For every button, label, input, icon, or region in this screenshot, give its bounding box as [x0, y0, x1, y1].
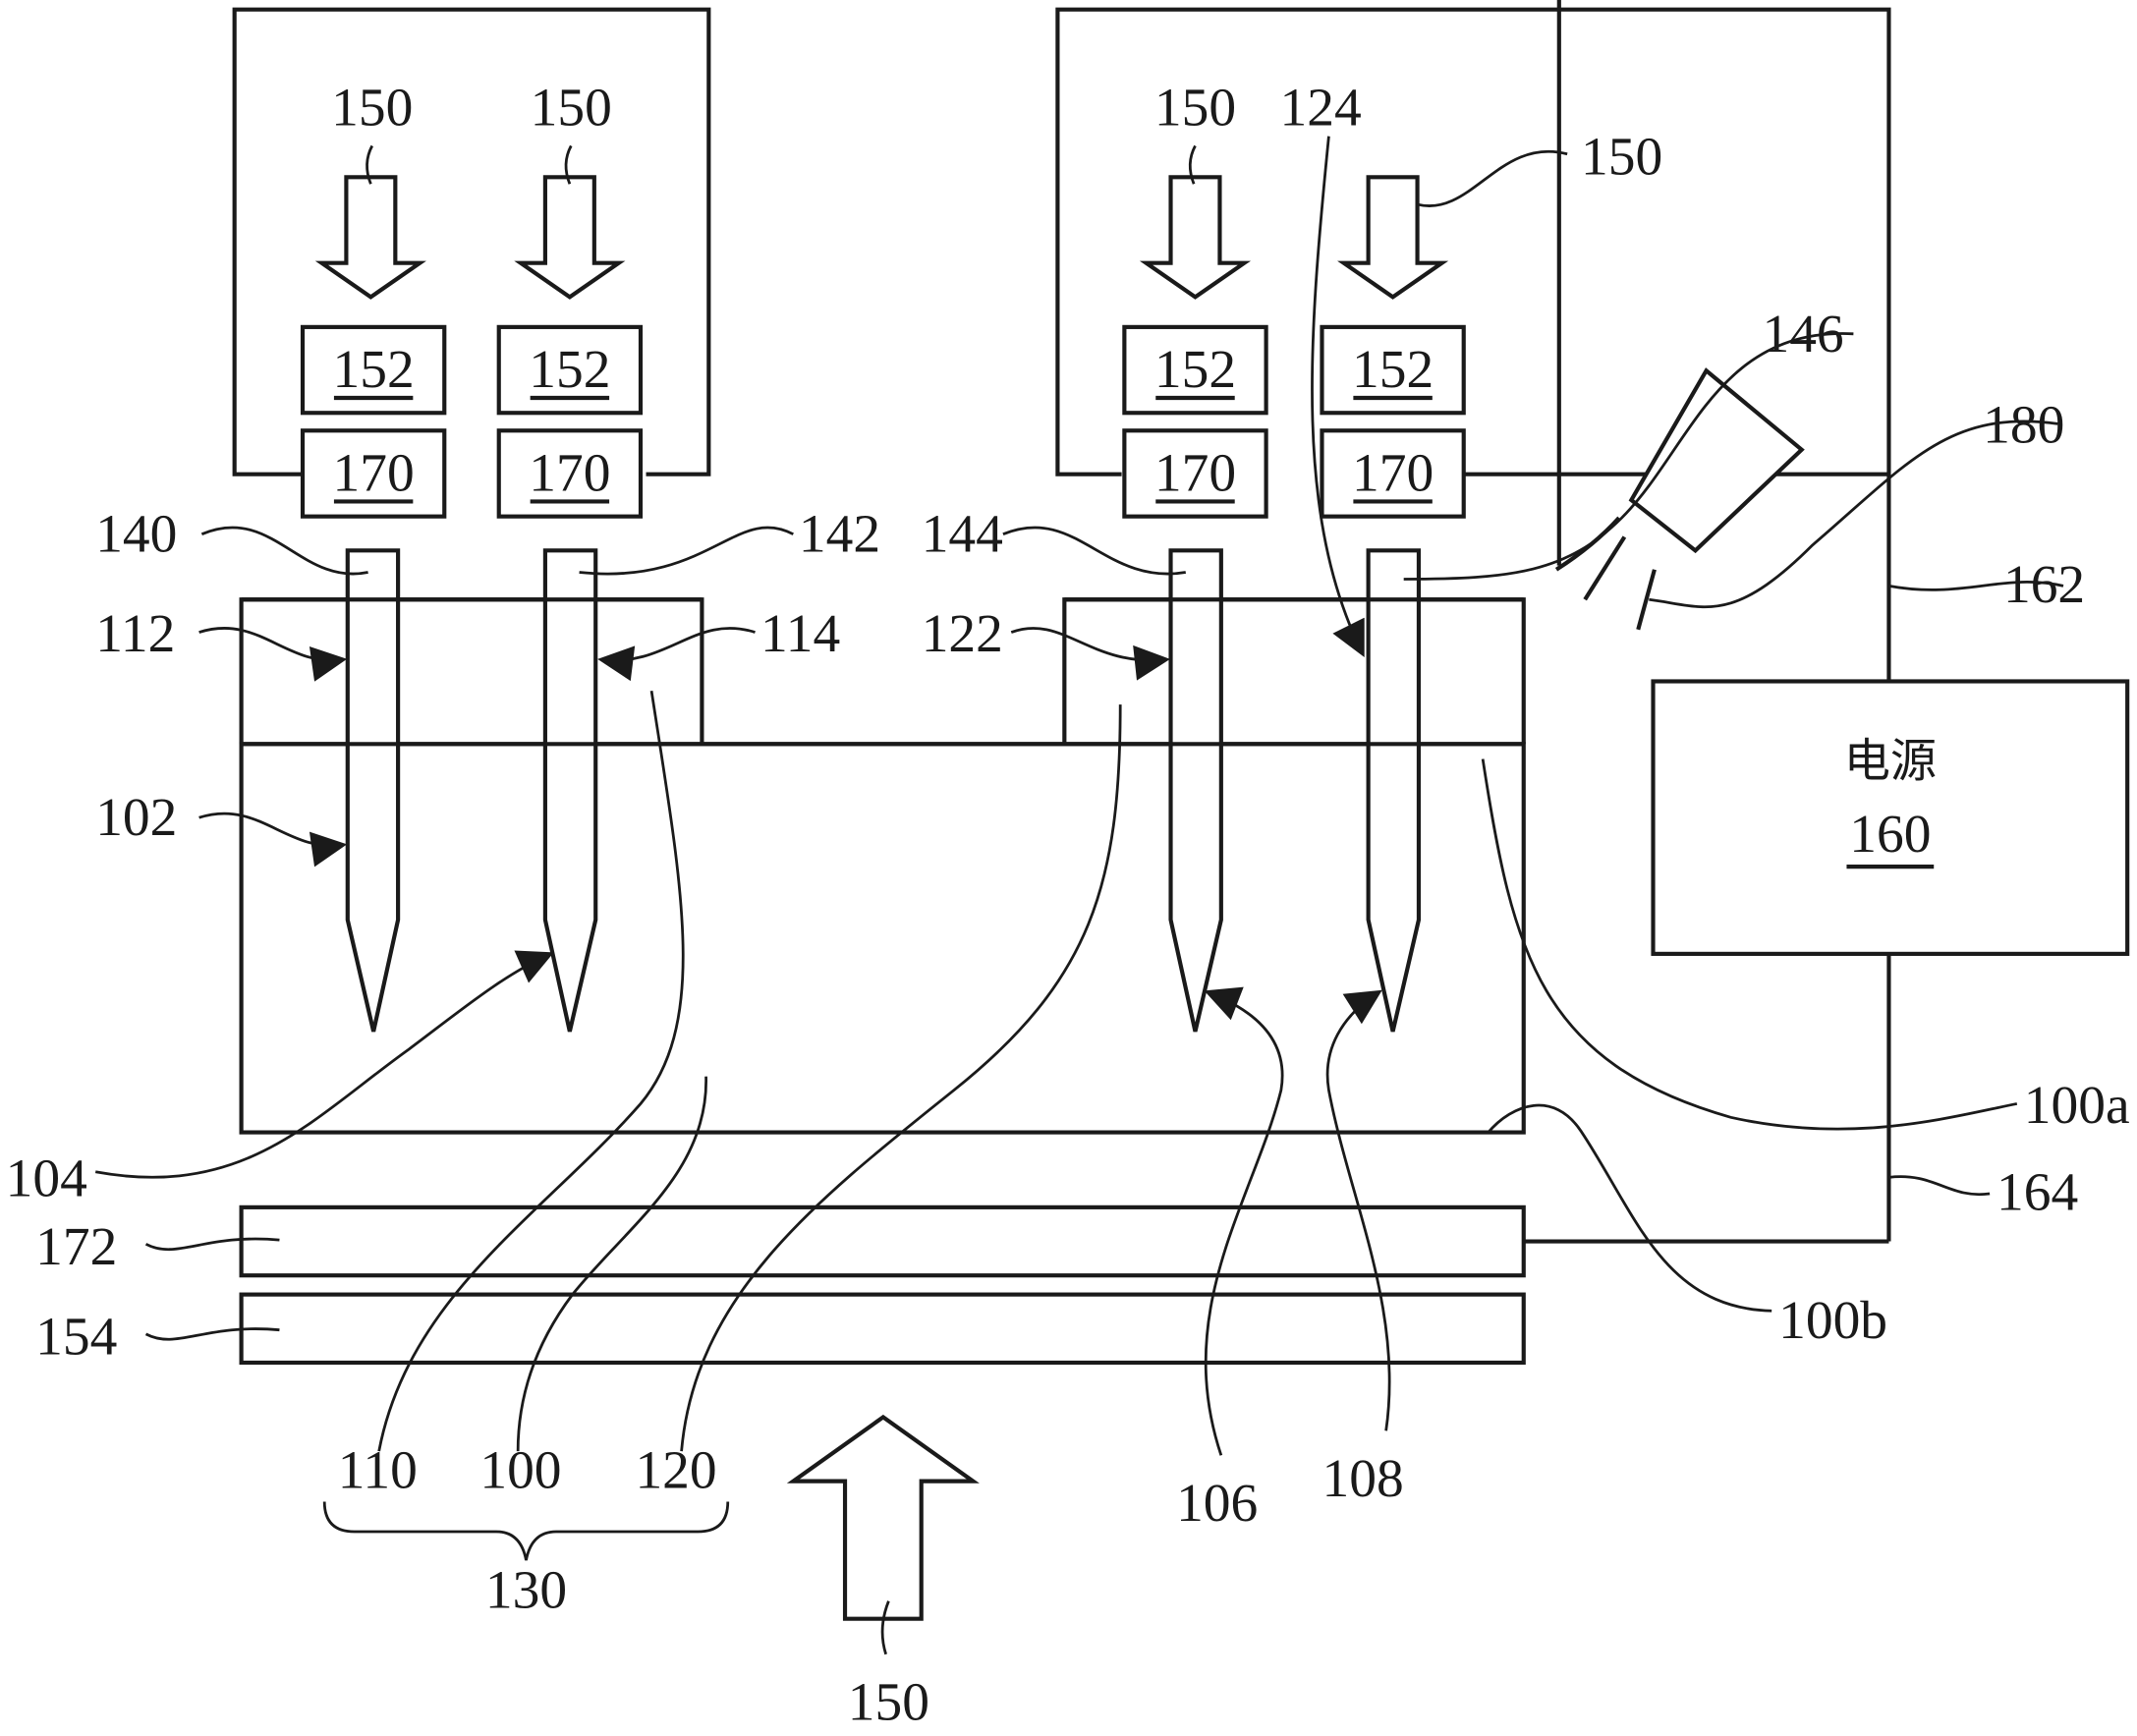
label-108: 108 [1322, 1448, 1403, 1508]
label-100: 100 [479, 1440, 561, 1500]
mask-152-4: 152 [1320, 324, 1466, 416]
svg-text:电源: 电源 [1844, 735, 1937, 789]
leader-lines [94, 136, 2064, 1655]
label-162: 162 [2003, 554, 2085, 614]
label-140: 140 [95, 504, 177, 564]
energy-arrow-2 [514, 175, 626, 300]
energy-arrow-bottom [786, 1414, 980, 1621]
mask-152-3: 152 [1122, 324, 1268, 416]
energy-arrow-3 [1139, 175, 1252, 300]
probe-146 [1366, 548, 1422, 1033]
label-102: 102 [95, 787, 177, 847]
label-172: 172 [35, 1216, 117, 1276]
probe-144 [1168, 548, 1223, 1033]
label-130: 130 [485, 1560, 567, 1620]
mask-152-1: 152 [300, 324, 447, 416]
label-146: 146 [1762, 304, 1843, 364]
label-120: 120 [635, 1440, 716, 1500]
label-150-1: 150 [331, 78, 413, 138]
label-180: 180 [1983, 395, 2064, 455]
substrate-100 [239, 742, 1526, 1135]
module-170-4: 170 [1320, 428, 1466, 519]
label-106: 106 [1176, 1473, 1258, 1533]
module-170-3: 170 [1122, 428, 1268, 519]
label-164: 164 [1996, 1162, 2078, 1222]
svg-text:160: 160 [1849, 804, 1931, 864]
reference-labels: 150 150 150 124 150 146 180 162 140 142 … [6, 78, 2130, 1732]
label-104: 104 [6, 1148, 87, 1208]
svg-text:170: 170 [1154, 442, 1236, 502]
layer-110 [239, 597, 704, 745]
svg-text:152: 152 [529, 339, 610, 399]
label-150-4: 150 [1581, 127, 1662, 187]
wire-162 [1523, 953, 1891, 1244]
mask-152-2: 152 [496, 324, 644, 416]
sensor-180-icon [1554, 0, 1805, 631]
layer-120 [1062, 597, 1526, 745]
label-114: 114 [760, 603, 840, 663]
label-144: 144 [922, 504, 1003, 564]
energy-arrow-1 [314, 175, 426, 300]
label-150-3: 150 [1154, 78, 1236, 138]
label-124: 124 [1279, 78, 1361, 138]
label-142: 142 [799, 504, 880, 564]
left-control-frame [232, 7, 711, 476]
power-supply-160: 电源 160 [1651, 679, 2130, 956]
layer-172 [239, 1204, 1526, 1278]
label-110: 110 [338, 1440, 418, 1500]
probe-142 [542, 548, 598, 1033]
label-122: 122 [922, 603, 1003, 663]
label-150-2: 150 [531, 78, 612, 138]
layer-154 [239, 1292, 1526, 1366]
label-100a: 100a [2024, 1075, 2130, 1135]
label-154: 154 [35, 1307, 117, 1367]
svg-text:152: 152 [333, 339, 415, 399]
svg-text:170: 170 [1352, 442, 1434, 502]
label-100b: 100b [1778, 1290, 1887, 1350]
svg-text:152: 152 [1352, 339, 1434, 399]
energy-arrow-4 [1337, 175, 1449, 300]
label-112: 112 [95, 603, 175, 663]
brace-130 [322, 1501, 730, 1561]
module-170-2: 170 [496, 428, 644, 519]
label-150-bottom: 150 [848, 1671, 929, 1731]
svg-text:170: 170 [529, 442, 610, 502]
svg-text:152: 152 [1154, 339, 1236, 399]
probe-140 [345, 548, 401, 1033]
svg-text:170: 170 [333, 442, 415, 502]
module-170-1: 170 [300, 428, 447, 519]
